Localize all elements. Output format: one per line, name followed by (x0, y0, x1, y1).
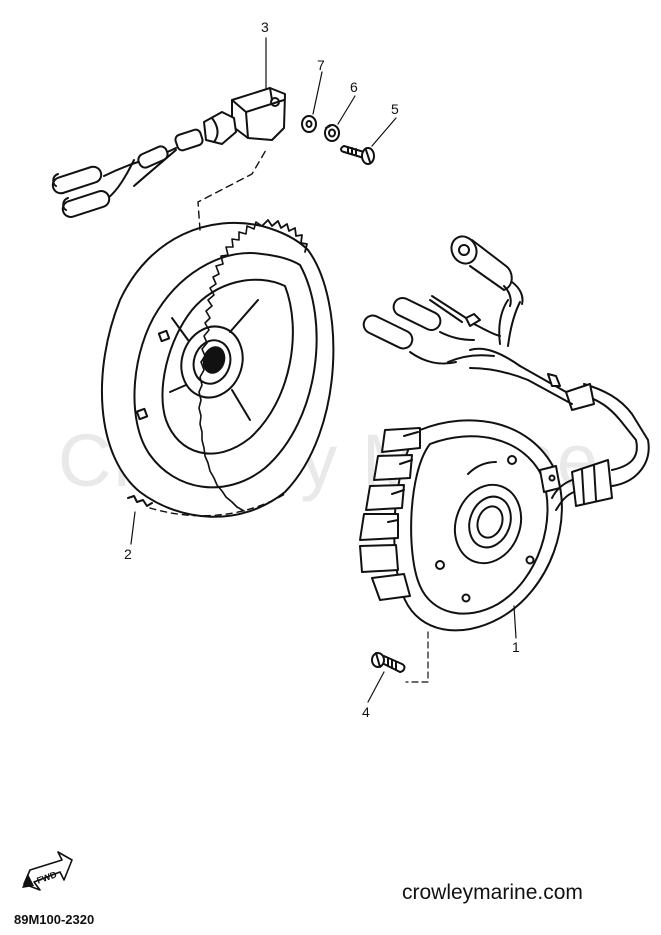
site-url: crowleymarine.com (402, 881, 583, 904)
part-7-washer (301, 115, 317, 133)
callout-6: 6 (350, 79, 358, 95)
diagram-code: 89M100-2320 (14, 912, 95, 927)
callout-3: 3 (261, 19, 269, 35)
part-3-connector-assembly (51, 87, 286, 218)
fwd-arrow-icon (22, 851, 73, 891)
part-4-screw (371, 652, 406, 673)
part-2-flywheel (100, 219, 335, 518)
callout-4: 4 (362, 704, 370, 720)
leader-lines (130, 37, 517, 703)
leader-3-dashed (197, 149, 267, 231)
callout-2: 2 (124, 546, 132, 562)
callout-5: 5 (391, 101, 399, 117)
callout-1: 1 (512, 639, 520, 655)
part-5-screw (340, 145, 375, 165)
part-1-stator-assembly (359, 419, 563, 632)
part-6-lock-washer (324, 124, 340, 142)
callout-7: 7 (317, 57, 325, 73)
stator-wire-harness (362, 235, 650, 511)
